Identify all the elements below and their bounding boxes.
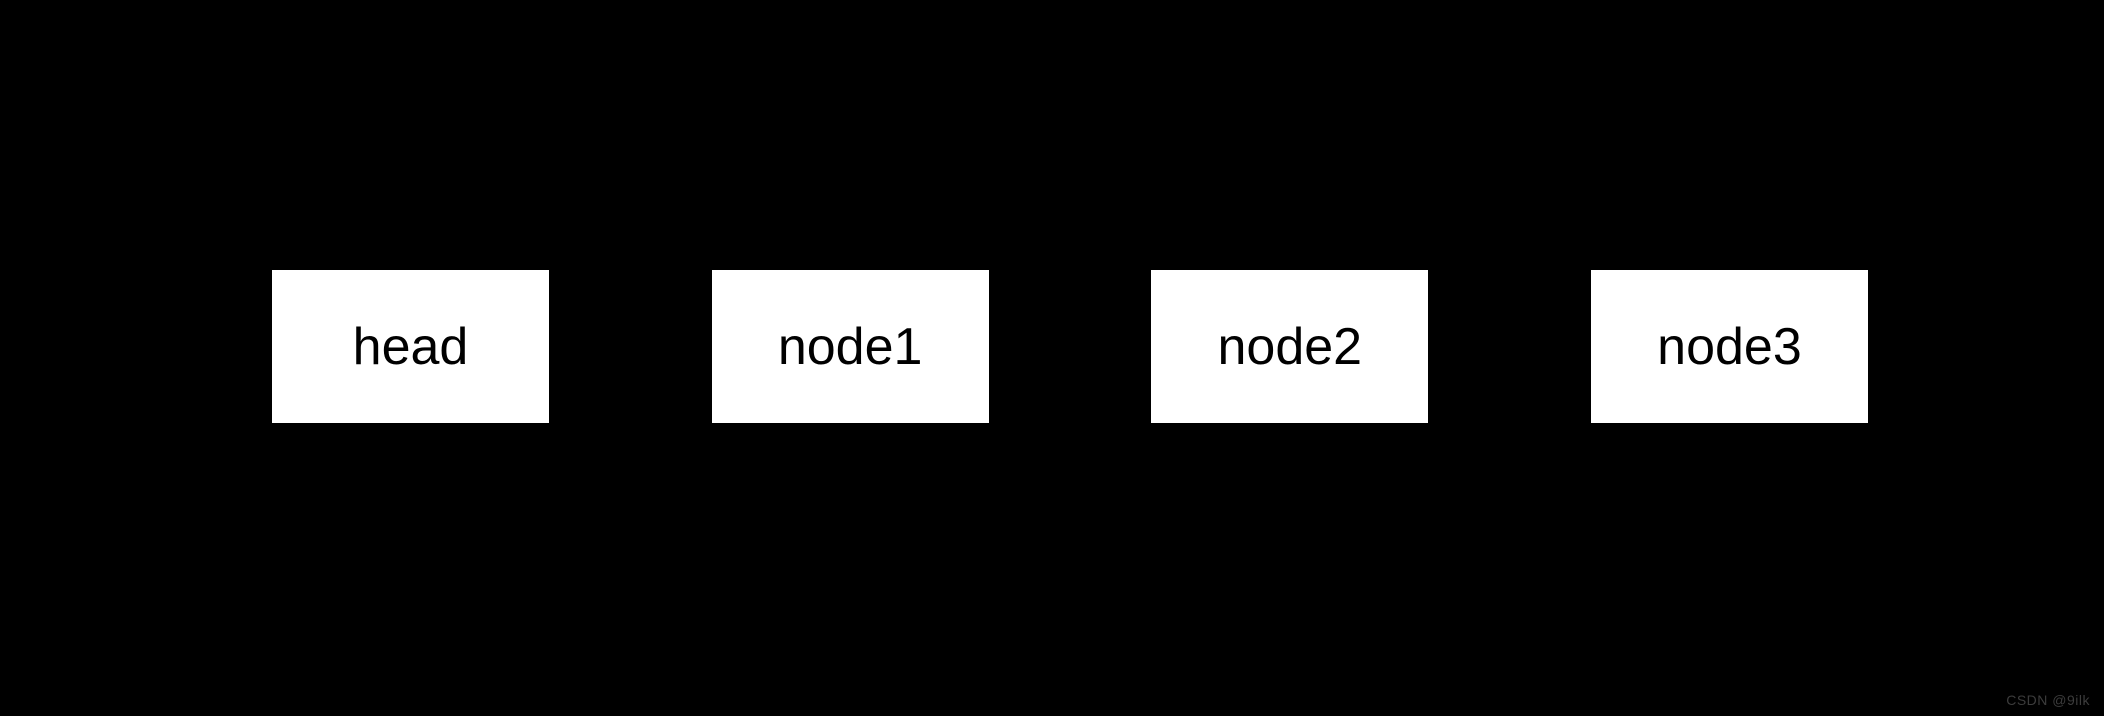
node-box-node2[interactable]: node2 [1151,270,1429,423]
node-label: head [352,317,469,376]
node-label: node2 [1217,317,1363,376]
node-sequence: head node1 node2 node3 [272,270,1868,423]
node-label: node1 [777,317,923,376]
node-label: node3 [1657,317,1802,376]
watermark: CSDN @9ilk [2006,692,2090,708]
node-box-node3[interactable]: node3 [1590,270,1868,423]
node-box-node1[interactable]: node1 [711,270,989,423]
node-box-head[interactable]: head [272,270,549,423]
